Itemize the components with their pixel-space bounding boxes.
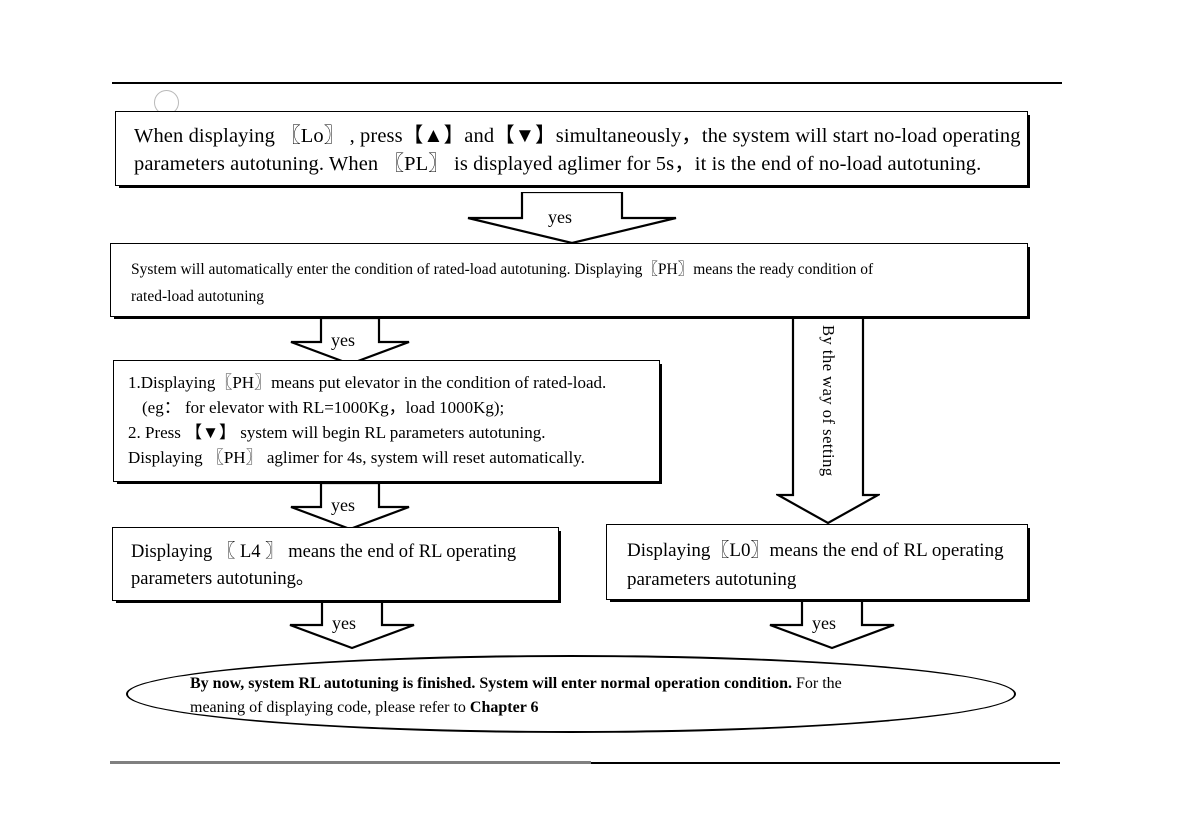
arrow-steps-to-l4-label: yes	[331, 495, 355, 515]
rated-load-line-1: System will automatically enter the cond…	[131, 261, 874, 278]
final-summary-ellipse: By now, system RL autotuning is finished…	[126, 655, 1016, 733]
header-rule	[112, 82, 1062, 84]
steps-line-4: Displaying 〖PH〗 aglimer for 4s, system w…	[128, 448, 585, 467]
l0-end-box: Displaying〖L0〗means the end of RL operat…	[606, 524, 1028, 600]
final-line-1: By now, system RL autotuning is finished…	[190, 672, 952, 696]
no-load-line-1: When displaying 〖Lo〗 , press【▲】and【▼】sim…	[134, 125, 1021, 147]
footer-rule-left	[110, 761, 591, 764]
l4-end-text: Displaying 〖 L4 〗 means the end of RL op…	[113, 528, 558, 604]
l0-line-2: parameters autotuning	[627, 569, 797, 590]
steps-line-3: 2. Press 【▼】 system will begin RL parame…	[128, 423, 546, 442]
no-load-line-2: parameters autotuning. When 〖PL〗 is disp…	[134, 153, 982, 175]
final-line-2-rest: meaning of displaying code, please refer…	[190, 699, 470, 716]
arrow-l4-to-final: yes	[288, 600, 416, 650]
arrow-l4-to-final-label: yes	[332, 613, 356, 633]
arrow-start-to-rated: yes	[466, 192, 678, 244]
rated-load-ready-text: System will automatically enter the cond…	[111, 244, 1027, 322]
arrow-rated-to-steps: yes	[289, 318, 411, 365]
rated-load-line-2: rated-load autotuning	[131, 288, 264, 305]
arrow-by-the-way-of-setting-label: By the way of setting	[819, 325, 838, 477]
steps-line-2: (eg： for elevator with RL=1000Kg，load 10…	[142, 398, 505, 417]
arrow-start-to-rated-label: yes	[548, 207, 572, 227]
l4-end-box: Displaying 〖 L4 〗 means the end of RL op…	[112, 527, 559, 601]
final-line-2: meaning of displaying code, please refer…	[190, 696, 952, 720]
rated-load-steps-box: 1.Displaying〖PH〗means put elevator in th…	[113, 360, 660, 482]
no-load-autotuning-box: When displaying 〖Lo〗 , press【▲】and【▼】sim…	[115, 111, 1028, 186]
steps-line-1: 1.Displaying〖PH〗means put elevator in th…	[128, 373, 607, 392]
arrow-by-the-way-of-setting: By the way of setting	[773, 315, 883, 530]
arrow-rated-to-steps-label: yes	[331, 330, 355, 350]
rated-load-ready-box: System will automatically enter the cond…	[110, 243, 1028, 317]
arrow-l0-to-final: yes	[768, 600, 896, 650]
rated-load-steps-text: 1.Displaying〖PH〗means put elevator in th…	[114, 361, 659, 479]
l4-line-2: parameters autotuning。	[131, 569, 315, 589]
final-line-1-rest: For the	[791, 675, 842, 692]
l0-end-text: Displaying〖L0〗means the end of RL operat…	[607, 525, 1027, 605]
final-line-1-bold: By now, system RL autotuning is finished…	[190, 675, 792, 692]
final-line-2-bold: Chapter 6	[469, 699, 539, 716]
l0-line-1: Displaying〖L0〗means the end of RL operat…	[627, 540, 1004, 561]
no-load-autotuning-text: When displaying 〖Lo〗 , press【▲】and【▼】sim…	[116, 112, 1027, 188]
final-summary-text: By now, system RL autotuning is finished…	[128, 657, 1014, 720]
arrow-steps-to-l4: yes	[289, 483, 411, 530]
footer-rule-right	[591, 762, 1060, 764]
l4-line-1: Displaying 〖 L4 〗 means the end of RL op…	[131, 542, 517, 562]
arrow-l0-to-final-label: yes	[812, 613, 836, 633]
